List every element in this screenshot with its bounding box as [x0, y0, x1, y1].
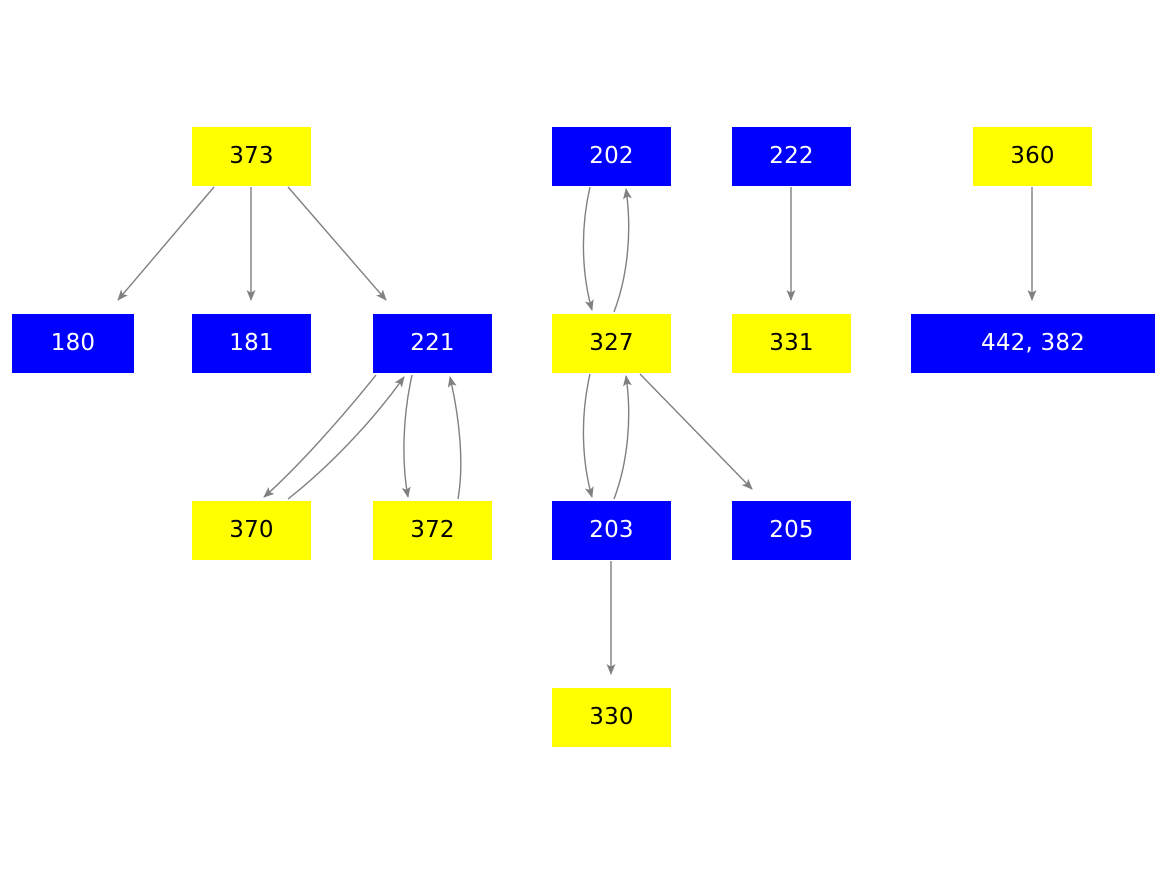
- node-label: 180: [50, 330, 96, 356]
- edge-221-to-372: [401, 374, 413, 498]
- node-label: 370: [229, 517, 274, 543]
- edge-202-to-327: [582, 186, 594, 311]
- node-327[interactable]: 327: [552, 314, 671, 373]
- edge-327-to-205: [639, 373, 753, 490]
- node-label: 372: [410, 517, 455, 543]
- edge-221-to-370: [263, 374, 377, 498]
- node-label: 442, 382: [980, 330, 1086, 356]
- edge-327-to-203: [582, 373, 594, 498]
- node-label: 222: [769, 143, 814, 169]
- edge-group: [117, 186, 1037, 675]
- node-180[interactable]: 180: [12, 314, 134, 373]
- node-label: 330: [589, 704, 634, 730]
- node-202[interactable]: 202: [552, 127, 671, 186]
- edge-373-to-221: [287, 186, 387, 301]
- node-label: 360: [1010, 143, 1055, 169]
- edge-370-to-221: [287, 376, 405, 500]
- node-181[interactable]: 181: [192, 314, 311, 373]
- node-label: 203: [589, 517, 634, 543]
- edge-203-to-327: [613, 375, 632, 500]
- node-label: 202: [589, 143, 634, 169]
- edge-373-to-180: [117, 186, 215, 301]
- edge-372-to-221: [447, 376, 462, 500]
- node-222[interactable]: 222: [732, 127, 851, 186]
- node-label: 327: [589, 330, 634, 356]
- node-221[interactable]: 221: [373, 314, 492, 373]
- node-330[interactable]: 330: [552, 688, 671, 747]
- node-label: 205: [769, 517, 814, 543]
- node-373[interactable]: 373: [192, 127, 311, 186]
- node-label: 331: [769, 330, 814, 356]
- node-203[interactable]: 203: [552, 501, 671, 560]
- node-372[interactable]: 372: [373, 501, 492, 560]
- node-label: 373: [229, 143, 274, 169]
- node-360[interactable]: 360: [973, 127, 1092, 186]
- node-205[interactable]: 205: [732, 501, 851, 560]
- node-442-382[interactable]: 442, 382: [911, 314, 1155, 373]
- edge-327-to-202: [613, 188, 632, 313]
- node-331[interactable]: 331: [732, 314, 851, 373]
- node-label: 181: [229, 330, 274, 356]
- node-label: 221: [410, 330, 455, 356]
- node-370[interactable]: 370: [192, 501, 311, 560]
